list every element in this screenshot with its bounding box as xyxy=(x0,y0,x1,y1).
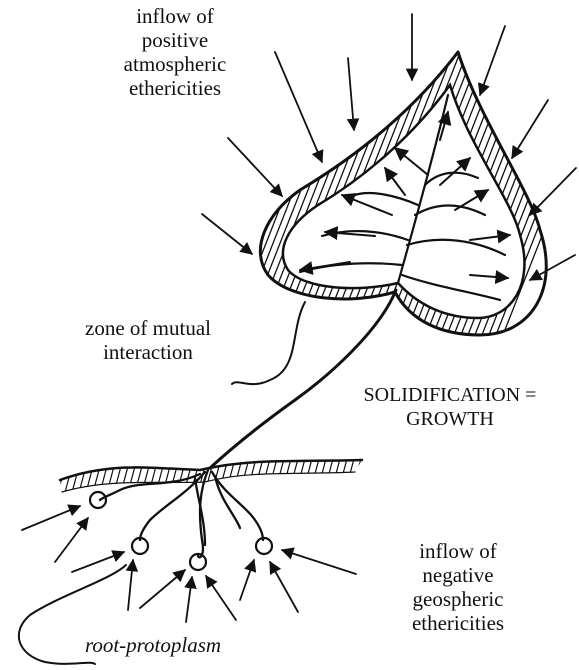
soil-hatch-line xyxy=(49,455,61,500)
label-geospheric-inflow: inflow of negative geospheric ethericiti… xyxy=(358,539,558,635)
soil-hatch-line xyxy=(343,455,355,500)
soil-hatch-line xyxy=(28,455,40,500)
label-atmospheric-inflow: inflow of positive atmospheric ethericit… xyxy=(80,4,270,100)
label-zone-of-interaction: zone of mutual interaction xyxy=(48,316,248,364)
soil-hatch-line xyxy=(357,455,369,500)
soil-hatch-line xyxy=(42,455,54,500)
geospheric-inflow-arrows xyxy=(22,506,356,622)
label-solidification-growth: SOLIDIFICATION = GROWTH xyxy=(330,383,570,431)
soil-hatch-line xyxy=(168,455,180,500)
soil-hatch-line xyxy=(119,455,131,500)
soil-hatch-line xyxy=(126,455,138,500)
soil-hatch-line xyxy=(133,455,145,500)
soil-hatch-line xyxy=(77,455,89,500)
label-root-protoplasm: root-protoplasm xyxy=(58,633,248,657)
soil-hatch-line xyxy=(231,455,243,500)
soil-hatch-line xyxy=(70,455,82,500)
soil-hatch-line xyxy=(35,455,47,500)
soil-hatch-line xyxy=(154,455,166,500)
soil-hatch-line xyxy=(350,455,362,500)
soil-hatch-line xyxy=(161,455,173,500)
root-protoplasm-circles xyxy=(90,492,272,570)
soil-hatch-line xyxy=(140,455,152,500)
soil-hatch-line xyxy=(364,455,376,500)
soil-hatch-line xyxy=(147,455,159,500)
protoplasm-circle xyxy=(90,492,106,508)
